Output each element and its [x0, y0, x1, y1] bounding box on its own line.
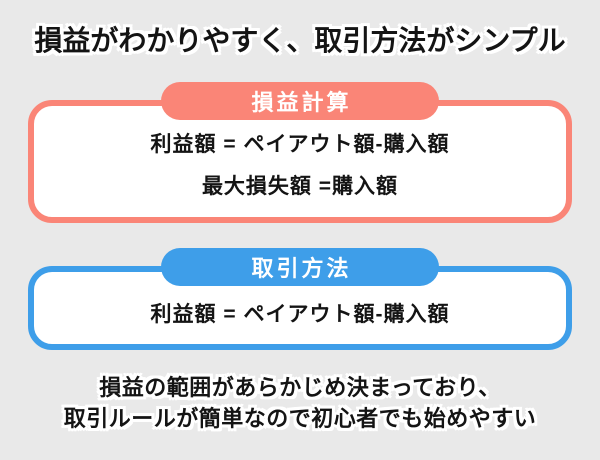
page-title: 損益がわかりやすく、取引方法がシンプル: [34, 25, 566, 56]
profit-loss-badge: 損益計算: [161, 82, 439, 120]
max-loss-formula: 最大損失額 =購入額: [201, 175, 399, 198]
trading-profit-formula: 利益額 = ペイアウト額-購入額: [150, 303, 450, 326]
trading-method-badge: 取引方法: [161, 248, 439, 286]
caption-block: 損益の範囲があらかじめ決まっており、 取引ルールが簡単なので初心者でも始めやすい: [0, 372, 600, 434]
profit-formula: 利益額 = ペイアウト額-購入額: [150, 133, 450, 156]
caption-line-2: 取引ルールが簡単なので初心者でも始めやすい: [63, 406, 537, 431]
profit-loss-section: 損益計算 利益額 = ペイアウト額-購入額 最大損失額 =購入額: [0, 82, 600, 223]
trading-method-section: 取引方法 利益額 = ペイアウト額-購入額: [0, 248, 600, 350]
profit-loss-box: 利益額 = ペイアウト額-購入額 最大損失額 =購入額: [28, 100, 572, 223]
trading-method-badge-label: 取引方法: [251, 256, 352, 281]
caption-line-1: 損益の範囲があらかじめ決まっており、: [99, 375, 501, 400]
profit-loss-badge-label: 損益計算: [251, 90, 352, 115]
